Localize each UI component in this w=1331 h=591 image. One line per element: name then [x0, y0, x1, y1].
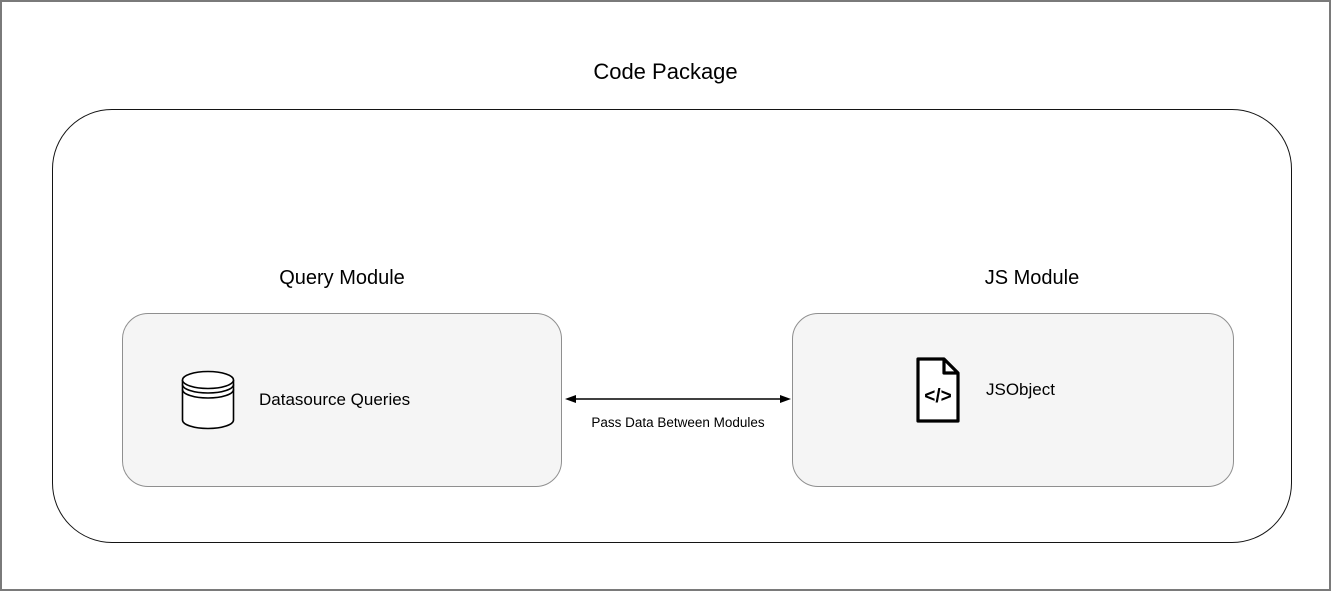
js-module-heading: JS Module [984, 267, 1080, 289]
query-module-node: Datasource Queries [122, 313, 562, 487]
query-module-heading: Query Module [279, 267, 405, 289]
diagram-title: Code Package [593, 59, 738, 84]
datasource-queries-label: Datasource Queries [259, 390, 411, 409]
query-node-content: Datasource Queries [181, 370, 410, 430]
double-arrow-icon [565, 395, 791, 403]
js-module-node: </> JSObject [792, 313, 1234, 487]
code-file-icon: </> [916, 357, 960, 423]
database-icon [181, 370, 235, 430]
connector-label: Pass Data Between Modules [591, 415, 765, 430]
code-glyph: </> [924, 386, 951, 407]
js-node-content: </> JSObject [915, 356, 1055, 424]
jsobject-label: JSObject [986, 380, 1055, 399]
